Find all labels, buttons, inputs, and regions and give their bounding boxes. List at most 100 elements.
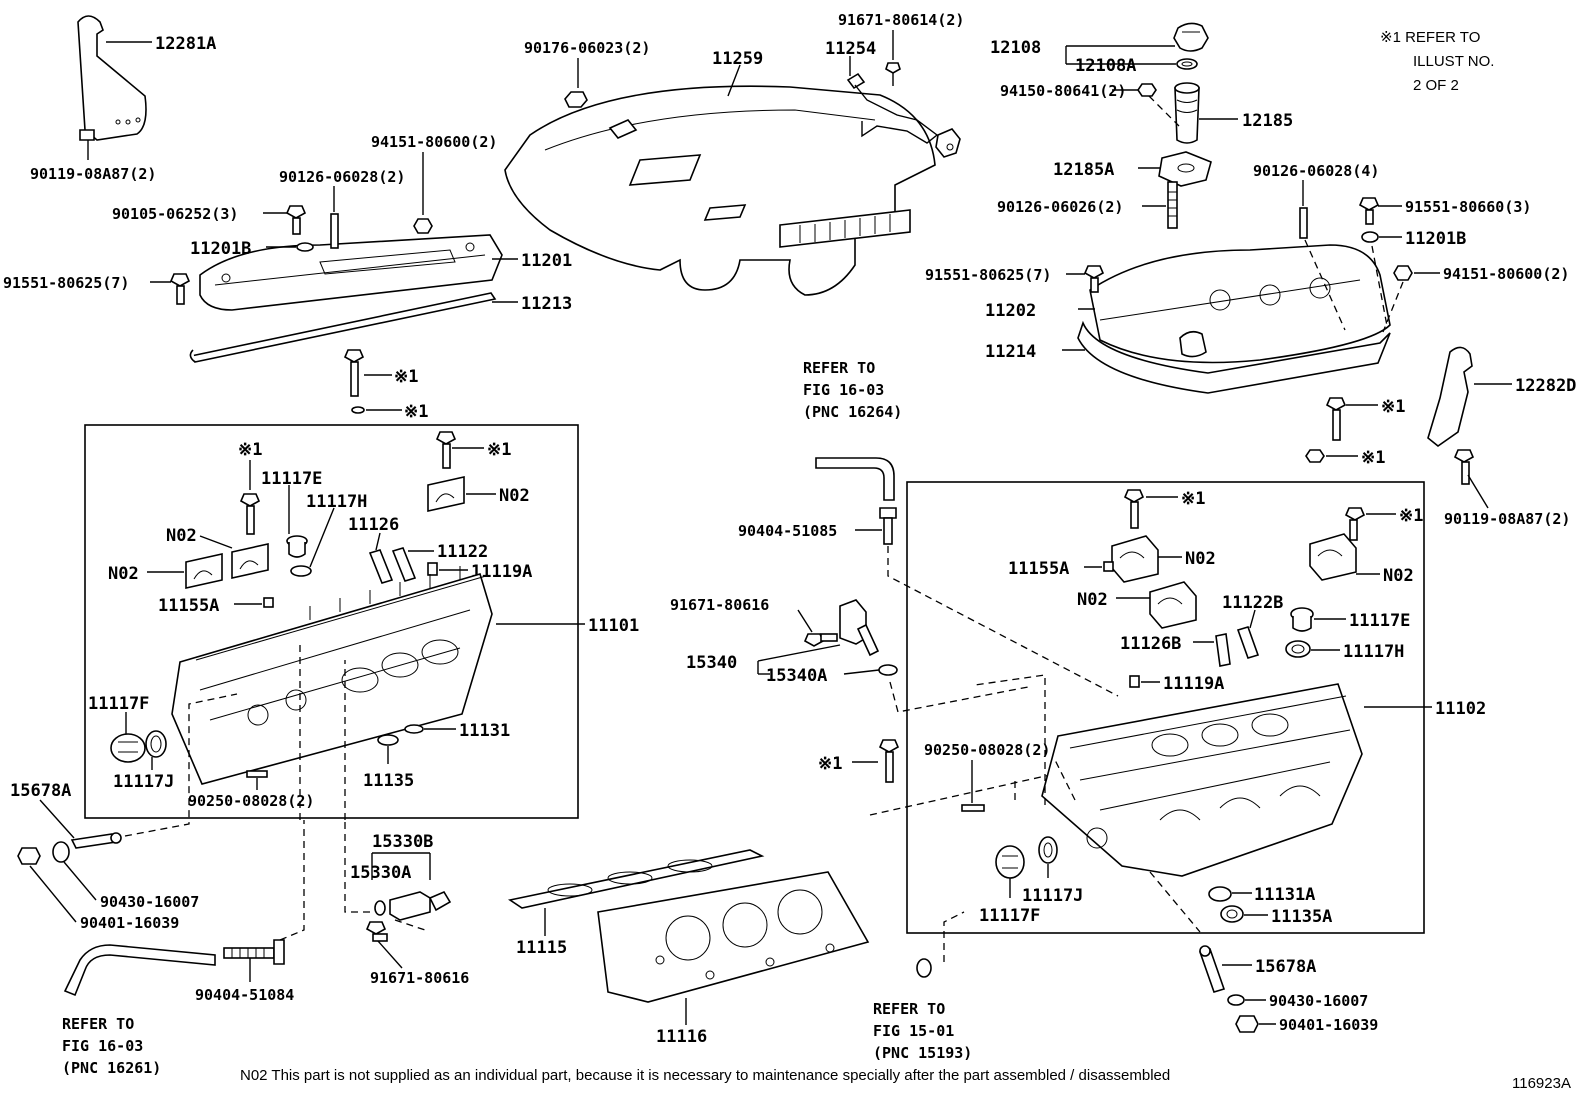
- nut-94150-80641: [1137, 83, 1157, 97]
- plug-90401-16039-right: [1235, 1015, 1259, 1033]
- label-12185A: 12185A: [1053, 160, 1114, 180]
- oil-filler-pipe-12185: [1174, 82, 1200, 144]
- label-11117F-right: 11117F: [979, 906, 1040, 926]
- bolt-91671-80616-mid: [803, 633, 838, 647]
- bolt-ref1-right-top: [1305, 397, 1347, 463]
- cylinder-head-box-left: [84, 424, 579, 819]
- gasket-90430-16007-left: [52, 841, 70, 863]
- bolt-ref1-box-right-1: [1123, 489, 1145, 529]
- gasket-12185A: [1158, 151, 1212, 187]
- label-12281A: 12281A: [155, 34, 216, 54]
- label-11115: 11115: [516, 938, 567, 958]
- label-91671-80616-bottom: 91671-80616: [370, 969, 469, 987]
- label-91551-80660: 91551-80660(3): [1405, 198, 1531, 216]
- vvt-oil-control-valve-15340: [839, 599, 898, 676]
- label-90126-06026: 90126-06026(2): [997, 198, 1123, 216]
- nut-90176-06023: [564, 91, 588, 108]
- gasket-12108A: [1176, 58, 1198, 70]
- head-gasket-11116: [597, 871, 870, 1003]
- label-11131A: 11131A: [1254, 885, 1315, 905]
- label-90126-06028-left: 90126-06028(2): [279, 168, 405, 186]
- stud-90126-06026: [1167, 181, 1178, 229]
- label-90404-51084: 90404-51084: [195, 986, 294, 1004]
- label-11201B-left: 11201B: [190, 239, 251, 259]
- label-n02-f: N02: [1077, 590, 1108, 610]
- bolt-ref1-box-right-2: [1344, 507, 1366, 541]
- label-91671-80616-mid: 91671-80616: [670, 596, 769, 614]
- label-90430-16007-left: 90430-16007: [100, 893, 199, 911]
- stud-90126-06028-right: [1299, 207, 1308, 239]
- shaft-11122B: [1236, 626, 1260, 659]
- bolt-ref1-box-left-2: [435, 431, 457, 469]
- bearing-cap-n02-right-2: [1309, 533, 1357, 581]
- label-12108: 12108: [990, 38, 1041, 58]
- head-gasket-11115: [507, 849, 765, 909]
- plug-11117E-left: [286, 535, 308, 558]
- label-90430-16007-right: 90430-16007: [1269, 992, 1368, 1010]
- label-15330B: 15330B: [372, 832, 433, 852]
- hose-left: [63, 944, 216, 997]
- oring-11117H-left: [290, 565, 312, 577]
- bolt-15678A-left: [70, 832, 122, 849]
- label-n02-b: N02: [166, 526, 197, 546]
- label-11126B: 11126B: [1120, 634, 1181, 654]
- ring-11135: [377, 734, 399, 746]
- bearing-cap-n02-left-top: [427, 476, 465, 512]
- label-12185: 12185: [1242, 111, 1293, 131]
- label-n02-c: N02: [108, 564, 139, 584]
- refer-16-03-top-line-3: (PNC 16264): [803, 403, 902, 421]
- refer-16-03-top-line-2: FIG 16-03: [803, 381, 884, 399]
- hose-top: [815, 457, 895, 501]
- label-11131: 11131: [459, 721, 510, 741]
- refer-15-01-line-3: (PNC 15193): [873, 1044, 972, 1062]
- label-15678A-right: 15678A: [1255, 957, 1316, 977]
- footnote-n02: N02 This part is not supplied as an indi…: [240, 1067, 1170, 1084]
- label-90119-08A87-left: 90119-08A87(2): [30, 165, 156, 183]
- engine-cover-11259: [504, 85, 936, 296]
- label-ref1-b: ※1: [404, 402, 428, 422]
- bearing-cap-n02-right-3: [1149, 581, 1197, 629]
- pin-11119A-left: [427, 562, 438, 576]
- label-ref1-i: ※1: [1399, 506, 1423, 526]
- pin-90250-08028-right: [961, 804, 985, 812]
- note-ref-line-3: 2 OF 2: [1413, 77, 1459, 94]
- label-11119A-right: 11119A: [1163, 674, 1224, 694]
- engine-hanger-12282D: [1427, 346, 1475, 485]
- label-15678A-left: 15678A: [10, 781, 71, 801]
- label-90126-06028-right: 90126-06028(4): [1253, 162, 1379, 180]
- bolt-ref1-left-top: [343, 349, 365, 414]
- label-15330A: 15330A: [350, 863, 411, 883]
- pin-11119A-right: [1129, 675, 1140, 688]
- label-90401-16039-right: 90401-16039: [1279, 1016, 1378, 1034]
- label-11101: 11101: [588, 616, 639, 636]
- bolt-90105-06252: [285, 205, 307, 235]
- shaft-11126B: [1215, 633, 1231, 667]
- label-11117E-right: 11117E: [1349, 611, 1410, 631]
- label-11117J-right: 11117J: [1022, 886, 1083, 906]
- plug-11117F-right: [995, 845, 1025, 879]
- washer-11131: [404, 724, 424, 734]
- label-ref1-c: ※1: [1381, 397, 1405, 417]
- bolt-91671-80616-bottom: [365, 921, 388, 942]
- bracket-11254: [846, 72, 961, 158]
- label-11201B-right: 11201B: [1405, 229, 1466, 249]
- label-90404-51085: 90404-51085: [738, 522, 837, 540]
- ring-11135A: [1220, 905, 1244, 923]
- nut-94151-80600-left: [413, 218, 433, 234]
- refer-16-03-top-line-1: REFER TO: [803, 359, 875, 377]
- label-11214: 11214: [985, 342, 1036, 362]
- label-90119-08A87-right: 90119-08A87(2): [1444, 510, 1570, 528]
- cylinder-head-11101: [171, 566, 493, 785]
- label-11155A-right: 11155A: [1008, 559, 1069, 579]
- stud-90126-06028-left: [330, 213, 339, 249]
- refer-16-03-bottom-line-2: FIG 16-03: [62, 1037, 143, 1055]
- illustration-id: 116923A: [1512, 1075, 1571, 1092]
- label-11122B: 11122B: [1222, 593, 1283, 613]
- label-11117H-right: 11117H: [1343, 642, 1404, 662]
- refer-15-01-line-2: FIG 15-01: [873, 1022, 954, 1040]
- bearing-cap-n02-left-low: [185, 553, 223, 589]
- label-15340A: 15340A: [766, 666, 827, 686]
- label-12282D: 12282D: [1515, 376, 1576, 396]
- plug-90401-16039-left: [17, 847, 41, 865]
